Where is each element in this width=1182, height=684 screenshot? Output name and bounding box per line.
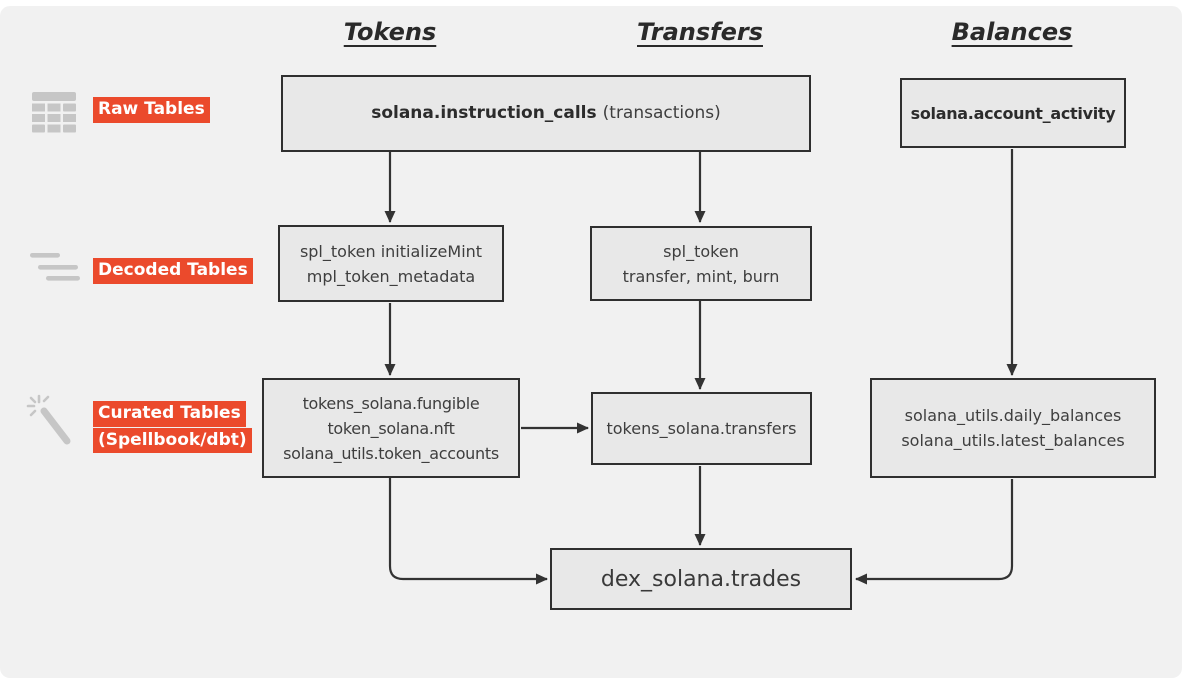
table-name: spl_token [663, 241, 739, 261]
table-name: spl_token initializeMint [299, 241, 483, 261]
node-curated-transfers: tokens_solana.transfers [591, 392, 812, 465]
table-name: transfer, mint, burn [622, 266, 780, 286]
table-name: solana.account_activity [910, 103, 1116, 123]
node-decoded-transfers: spl_token transfer, mint, burn [590, 226, 812, 301]
column-header-transfers: Transfers [637, 18, 763, 46]
node-decoded-tokens: spl_token initializeMint mpl_token_metad… [278, 225, 504, 302]
table-name: tokens_solana.transfers [606, 419, 797, 438]
table-note: (transactions) [602, 103, 721, 123]
column-header-balances: Balances [951, 18, 1073, 46]
node-curated-balances: solana_utils.daily_balances solana_utils… [870, 378, 1156, 478]
node-raw-account-activity: solana.account_activity [900, 78, 1126, 148]
row-label-text: Curated Tables [93, 401, 246, 427]
table-name: solana_utils.token_accounts [283, 443, 499, 463]
node-curated-tokens: tokens_solana.fungible token_solana.nft … [262, 378, 520, 478]
table-name: solana_utils.latest_balances [901, 431, 1125, 450]
row-label-raw-tables: Raw Tables [93, 97, 210, 123]
node-raw-instruction-calls: solana.instruction_calls (transactions) [281, 75, 811, 152]
row-label-subtext: (Spellbook/dbt) [93, 427, 252, 453]
node-dex-trades: dex_solana.trades [550, 548, 852, 610]
row-label-text: Raw Tables [93, 97, 210, 123]
table-name: solana_utils.daily_balances [904, 406, 1122, 425]
table-grid-icon [30, 86, 78, 138]
list-lines-icon [28, 250, 80, 294]
row-label-curated-tables: Curated Tables (Spellbook/dbt) [93, 401, 252, 453]
row-label-decoded-tables: Decoded Tables [93, 258, 253, 284]
table-name: tokens_solana.fungible [302, 393, 480, 413]
table-name: mpl_token_metadata [306, 266, 476, 286]
magic-wand-icon [26, 394, 78, 456]
row-label-text: Decoded Tables [93, 258, 253, 284]
column-header-tokens: Tokens [343, 18, 437, 46]
table-name: solana.instruction_calls [371, 103, 597, 123]
table-name: dex_solana.trades [600, 566, 802, 592]
table-name: token_solana.nft [327, 418, 455, 438]
